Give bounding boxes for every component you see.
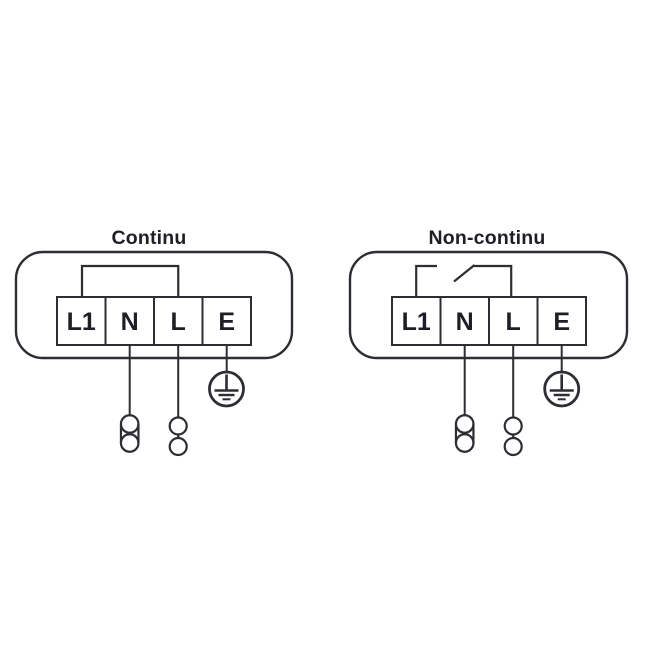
bridge-wire-open-switch — [415, 264, 513, 298]
neutral-wire-connector — [119, 345, 140, 453]
neutral-wire-connector — [454, 345, 475, 453]
bridge-wire-closed — [80, 264, 180, 298]
terminal-label-n: N — [121, 308, 139, 336]
terminal-label-l1: L1 — [67, 308, 96, 336]
terminal-label-l1: L1 — [402, 308, 431, 336]
diagram-non-continu: Non-continu L1 N L E — [348, 227, 629, 457]
terminal-label-l: L — [506, 308, 521, 336]
device-enclosure — [14, 250, 294, 360]
diagram-title: Non-continu — [428, 227, 545, 249]
live-wire-connector — [503, 345, 523, 457]
diagram-title: Continu — [111, 227, 186, 249]
terminal-label-n: N — [456, 308, 474, 336]
terminal-label-l: L — [171, 308, 186, 336]
terminal-label-e: E — [553, 308, 570, 336]
switch-blade — [453, 264, 476, 283]
diagram-continu: Continu L1 N L E — [14, 227, 294, 457]
protective-earth-icon — [208, 370, 245, 408]
live-wire-connector — [168, 345, 188, 457]
device-enclosure — [348, 250, 629, 360]
terminal-label-e: E — [218, 308, 235, 336]
protective-earth-icon — [543, 370, 581, 408]
